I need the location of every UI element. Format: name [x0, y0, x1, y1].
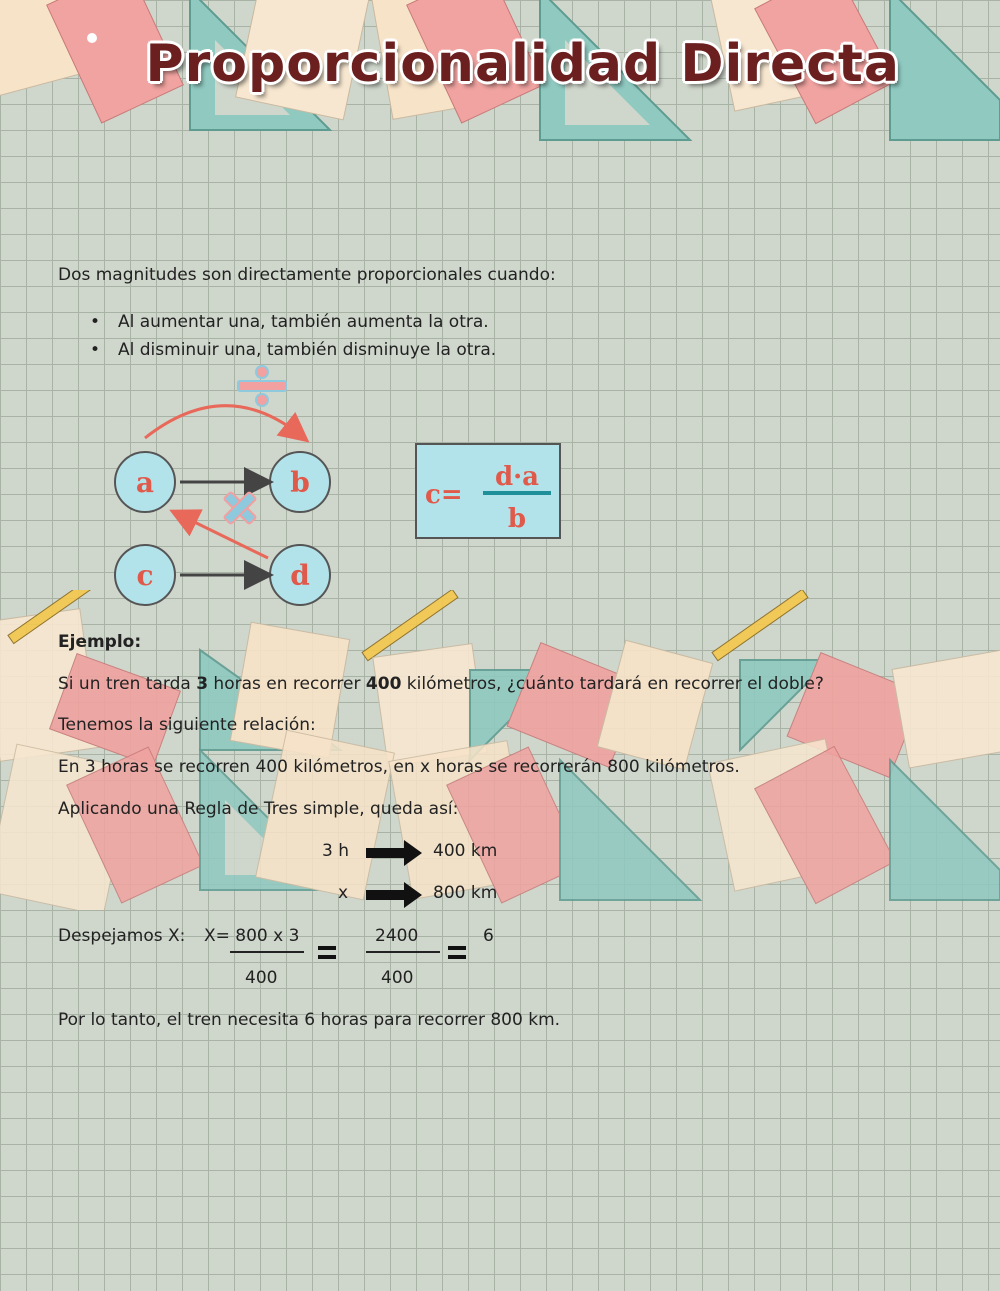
- bullet-list: Al aumentar una, también aumenta la otra…: [90, 308, 496, 364]
- solve-expression: X= 800 x 3: [204, 926, 300, 946]
- intro-text: Dos magnitudes son directamente proporci…: [58, 265, 556, 285]
- question-text: horas en recorrer: [208, 674, 366, 694]
- rule-row-right: 800 km: [433, 883, 498, 903]
- arrow-d-a: [169, 509, 269, 560]
- fraction-numerator: 2400: [375, 926, 419, 946]
- solve-label: Despejamos X:: [58, 926, 186, 946]
- decorative-header-collage: [0, 0, 1000, 150]
- equals-sign: [318, 946, 336, 964]
- fraction-bar: [230, 951, 304, 953]
- node-a-label: a: [136, 466, 154, 499]
- page-title: Proporcionalidad Directa: [145, 34, 900, 94]
- relation-text: En 3 horas se recorren 400 kilómetros, e…: [58, 757, 740, 777]
- arc-arrow: [144, 404, 310, 443]
- question-number-km: 400: [365, 674, 402, 694]
- relation-intro: Tenemos la siguiente relación:: [58, 715, 316, 735]
- node-c: [114, 544, 176, 606]
- result-value: 6: [483, 926, 494, 946]
- rule-row-left: x: [338, 883, 349, 903]
- example-heading: Ejemplo:: [58, 632, 142, 652]
- example-question: Si un tren tarda 3 horas en recorrer 400…: [58, 674, 824, 694]
- fraction-denominator: 400: [245, 968, 278, 988]
- divide-icon: [237, 365, 287, 407]
- fraction-denominator: 400: [381, 968, 414, 988]
- right-arrow-icon: [366, 840, 422, 866]
- formula-box: c= d·a b: [415, 443, 561, 539]
- rule-intro: Aplicando una Regla de Tres simple, qued…: [58, 799, 459, 819]
- formula-numerator: d·a: [495, 462, 539, 492]
- question-text: Si un tren tarda: [58, 674, 197, 694]
- formula-fraction-line: [483, 491, 551, 495]
- node-c-label: c: [136, 559, 153, 592]
- bullet-item: Al disminuir una, también disminuye la o…: [90, 336, 496, 364]
- right-arrow-icon: [366, 882, 422, 908]
- fraction-bar: [366, 951, 440, 953]
- node-a: [114, 451, 176, 513]
- decorative-middle-collage: [0, 590, 1000, 910]
- formula-denominator: b: [508, 504, 526, 534]
- node-d-label: d: [290, 559, 310, 592]
- question-text: kilómetros, ¿cuánto tardará en recorrer …: [401, 674, 824, 694]
- node-b-label: b: [290, 466, 310, 499]
- rule-row-right: 400 km: [433, 841, 498, 861]
- formula-lhs: c=: [425, 480, 463, 510]
- equals-sign: [448, 946, 466, 964]
- proportion-diagram: a b c d: [100, 360, 350, 614]
- bullet-item: Al aumentar una, también aumenta la otra…: [90, 308, 496, 336]
- question-number-hours: 3: [196, 674, 209, 694]
- multiply-icon: [223, 491, 257, 525]
- conclusion-text: Por lo tanto, el tren necesita 6 horas p…: [58, 1010, 561, 1030]
- rule-row-left: 3 h: [322, 841, 349, 861]
